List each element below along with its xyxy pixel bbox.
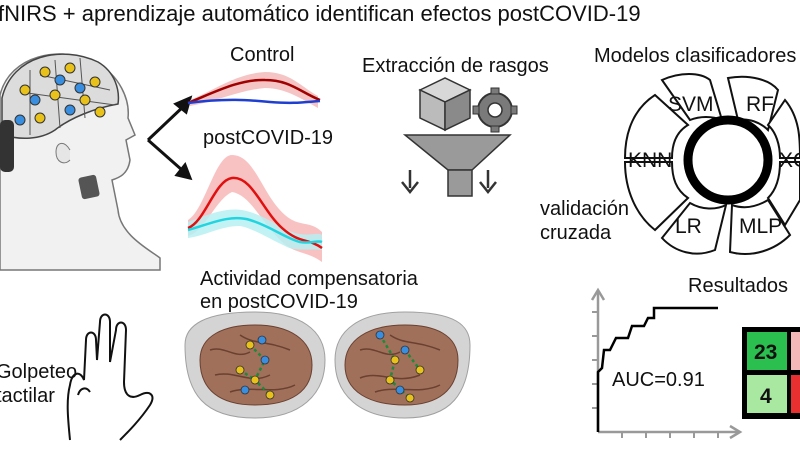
brain-activity-images [184,311,471,419]
model-svm: SVM [668,93,714,116]
control-signal-plot [187,72,321,108]
hand-icon [66,313,154,441]
model-xg: XG [779,149,800,172]
postcovid-signal-plot [187,155,323,262]
model-lr: LR [675,215,702,238]
feature-extraction-label: Extracción de rasgos [362,55,549,77]
results-label: Resultados [688,275,789,297]
control-oxy-line [187,78,321,105]
classifier-models-label: Modelos clasificadores [594,45,797,67]
tapping-task-label: Golpeteo tactilar [0,361,78,407]
head-with-fnirs-cap [0,53,161,271]
compensatory-activity-label: Actividad compensatoria en postCOVID-19 [200,268,418,313]
postcovid-label: postCOVID-19 [203,127,334,149]
feature-extraction-icon [401,77,518,197]
cm-cell-true-positive: 23 [754,341,778,364]
model-mlp: MLP [739,215,783,238]
postcovid-deoxy-line [187,216,323,244]
model-rf: RF [746,93,774,116]
cross-validation-label: validación cruzada [540,198,629,244]
control-label: Control [230,44,295,66]
confusion-matrix [742,327,800,419]
classifier-ring [623,73,800,256]
figure-title: fNIRS + aprendizaje automático identific… [0,1,641,26]
branch-arrows [146,95,193,181]
postcovid-oxy-line [187,176,323,250]
auc-value: AUC=0.91 [612,369,705,391]
control-deoxy-line [187,98,321,105]
roc-curve-chart [590,287,743,440]
roc-line [596,306,718,432]
cm-cell-false-negative: 4 [760,385,772,408]
model-knn: KNN [628,149,673,172]
